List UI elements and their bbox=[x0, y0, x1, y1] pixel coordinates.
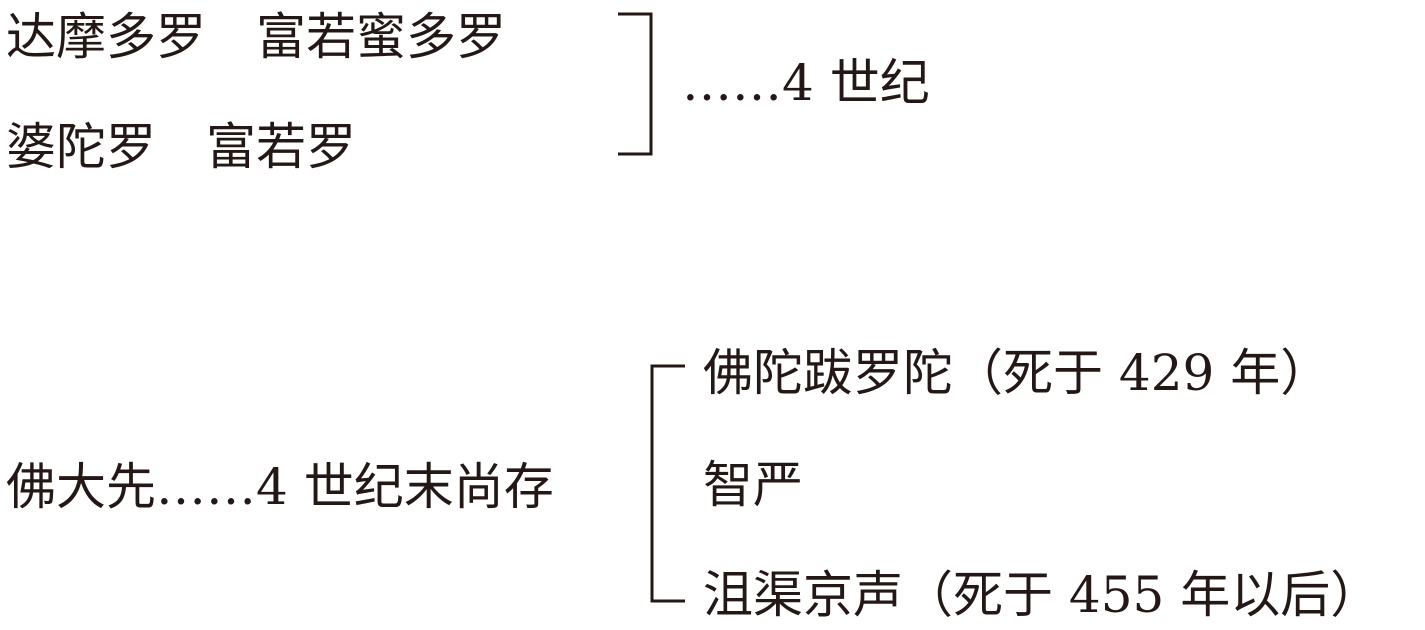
group1-row1-name-b: 富若蜜多罗 bbox=[256, 8, 506, 66]
group2-source: 佛大先……4 世纪末尚存 bbox=[6, 458, 554, 516]
group1-row2: 婆陀罗富若罗 bbox=[6, 122, 356, 172]
group2-left-bracket bbox=[650, 364, 685, 603]
group2-branch-3: 沮渠京声（死于 455 年以后） bbox=[703, 566, 1381, 624]
group1-row1: 达摩多罗富若蜜多罗 bbox=[6, 12, 506, 62]
group1-right-bracket bbox=[618, 12, 653, 156]
group1-row1-name-a: 达摩多罗 bbox=[6, 8, 206, 66]
group1-period: ……4 世纪 bbox=[682, 54, 930, 112]
group1-row2-name-a: 婆陀罗 bbox=[6, 118, 156, 176]
group2-branch-1: 佛陀跋罗陀（死于 429 年） bbox=[703, 344, 1331, 402]
group1-row2-name-b: 富若罗 bbox=[206, 118, 356, 176]
group2-branch-2: 智严 bbox=[703, 456, 803, 514]
